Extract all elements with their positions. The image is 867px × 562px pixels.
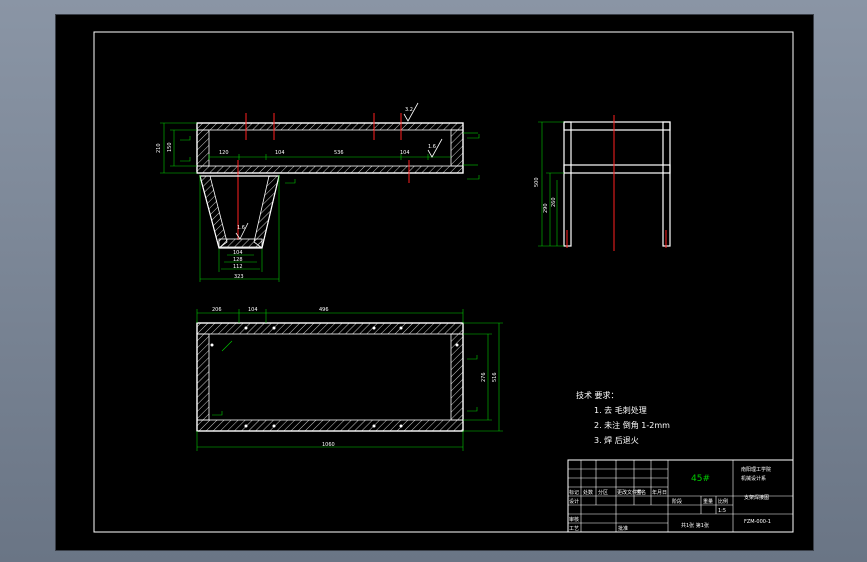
- dim-top-496: 496: [319, 307, 329, 313]
- front-view: 120 104 536 104 210 150 3.2 1.6: [156, 102, 480, 240]
- dim-536: 536: [334, 150, 344, 156]
- dim-top-516: 516: [492, 372, 498, 382]
- tb-label-review: 审核: [569, 516, 579, 523]
- tb-label-mark: 标记: [569, 489, 579, 496]
- tb-scale: 1:5: [718, 508, 726, 514]
- roughness-1-6-section: 1.6: [237, 225, 245, 231]
- dim-104-a: 104: [275, 150, 285, 156]
- tb-drawing-number: FZM-000-1: [744, 519, 771, 525]
- dim-150: 150: [167, 142, 173, 152]
- cad-viewport[interactable]: 120 104 536 104 210 150 3.2 1.6: [55, 14, 814, 551]
- dim-side-500: 500: [534, 177, 540, 187]
- tb-school: 南阳理工学院: [741, 466, 771, 473]
- dim-120: 120: [219, 150, 229, 156]
- drawing-border: [93, 31, 794, 533]
- dim-top-1060: 1060: [322, 442, 335, 448]
- tb-label-count: 处数: [583, 489, 593, 496]
- tb-label-process: 工艺: [569, 526, 579, 532]
- tech-req-item-2: 2. 未注 倒角 1-2mm: [594, 420, 670, 430]
- tb-label-design: 设计: [569, 498, 579, 505]
- dim-side-260: 260: [551, 197, 557, 207]
- dim-top-206: 206: [212, 307, 222, 313]
- dim-top-276: 276: [481, 372, 487, 382]
- roughness-3-2: 3.2: [405, 107, 413, 113]
- dim-sec-128: 128: [233, 257, 243, 263]
- section-view: 104 128 112 323 1.6: [199, 175, 280, 282]
- tb-label-stage: 阶段: [672, 498, 682, 505]
- roughness-1-6-right: 1.6: [428, 144, 436, 150]
- tb-drawing-name: 支架焊接图: [744, 494, 769, 501]
- tb-label-scale: 比例: [718, 498, 728, 505]
- tb-label-approve: 批准: [618, 525, 628, 532]
- tb-subtitle: 机械设计系: [741, 475, 766, 482]
- dim-side-290: 290: [543, 203, 549, 213]
- tb-label-weight: 重量: [703, 498, 713, 505]
- dim-sec-323: 323: [234, 274, 244, 280]
- dim-104-b: 104: [400, 150, 410, 156]
- top-view: 206 104 496 1060 276 516: [196, 307, 503, 451]
- tb-label-zone: 分区: [598, 489, 608, 496]
- dim-sec-112: 112: [233, 264, 243, 270]
- tb-label-sign: 签名: [636, 489, 646, 496]
- drawing-canvas: 120 104 536 104 210 150 3.2 1.6: [93, 31, 794, 533]
- tb-sheet: 共1张 第1张: [681, 522, 709, 529]
- technical-requirements: 技术 要求： 1. 去 毛刺处理 2. 未注 倒角 1-2mm 3. 焊 后退火: [576, 390, 670, 445]
- tb-material: 45#: [691, 474, 710, 484]
- tech-req-item-3: 3. 焊 后退火: [594, 435, 639, 445]
- title-block: 45# 南阳理工学院 机械设计系 支架焊接图 FZM-000-1 1:5 标记 …: [567, 459, 794, 533]
- dim-210: 210: [156, 143, 162, 153]
- tech-req-item-1: 1. 去 毛刺处理: [594, 405, 647, 415]
- tech-req-title: 技术 要求：: [576, 390, 619, 400]
- dim-sec-104: 104: [233, 250, 243, 256]
- dim-top-104: 104: [248, 307, 258, 313]
- side-view: 500 290 260: [534, 115, 671, 251]
- tb-label-date: 年月日: [652, 489, 667, 496]
- tb-label-change: 更改文件号: [617, 489, 642, 496]
